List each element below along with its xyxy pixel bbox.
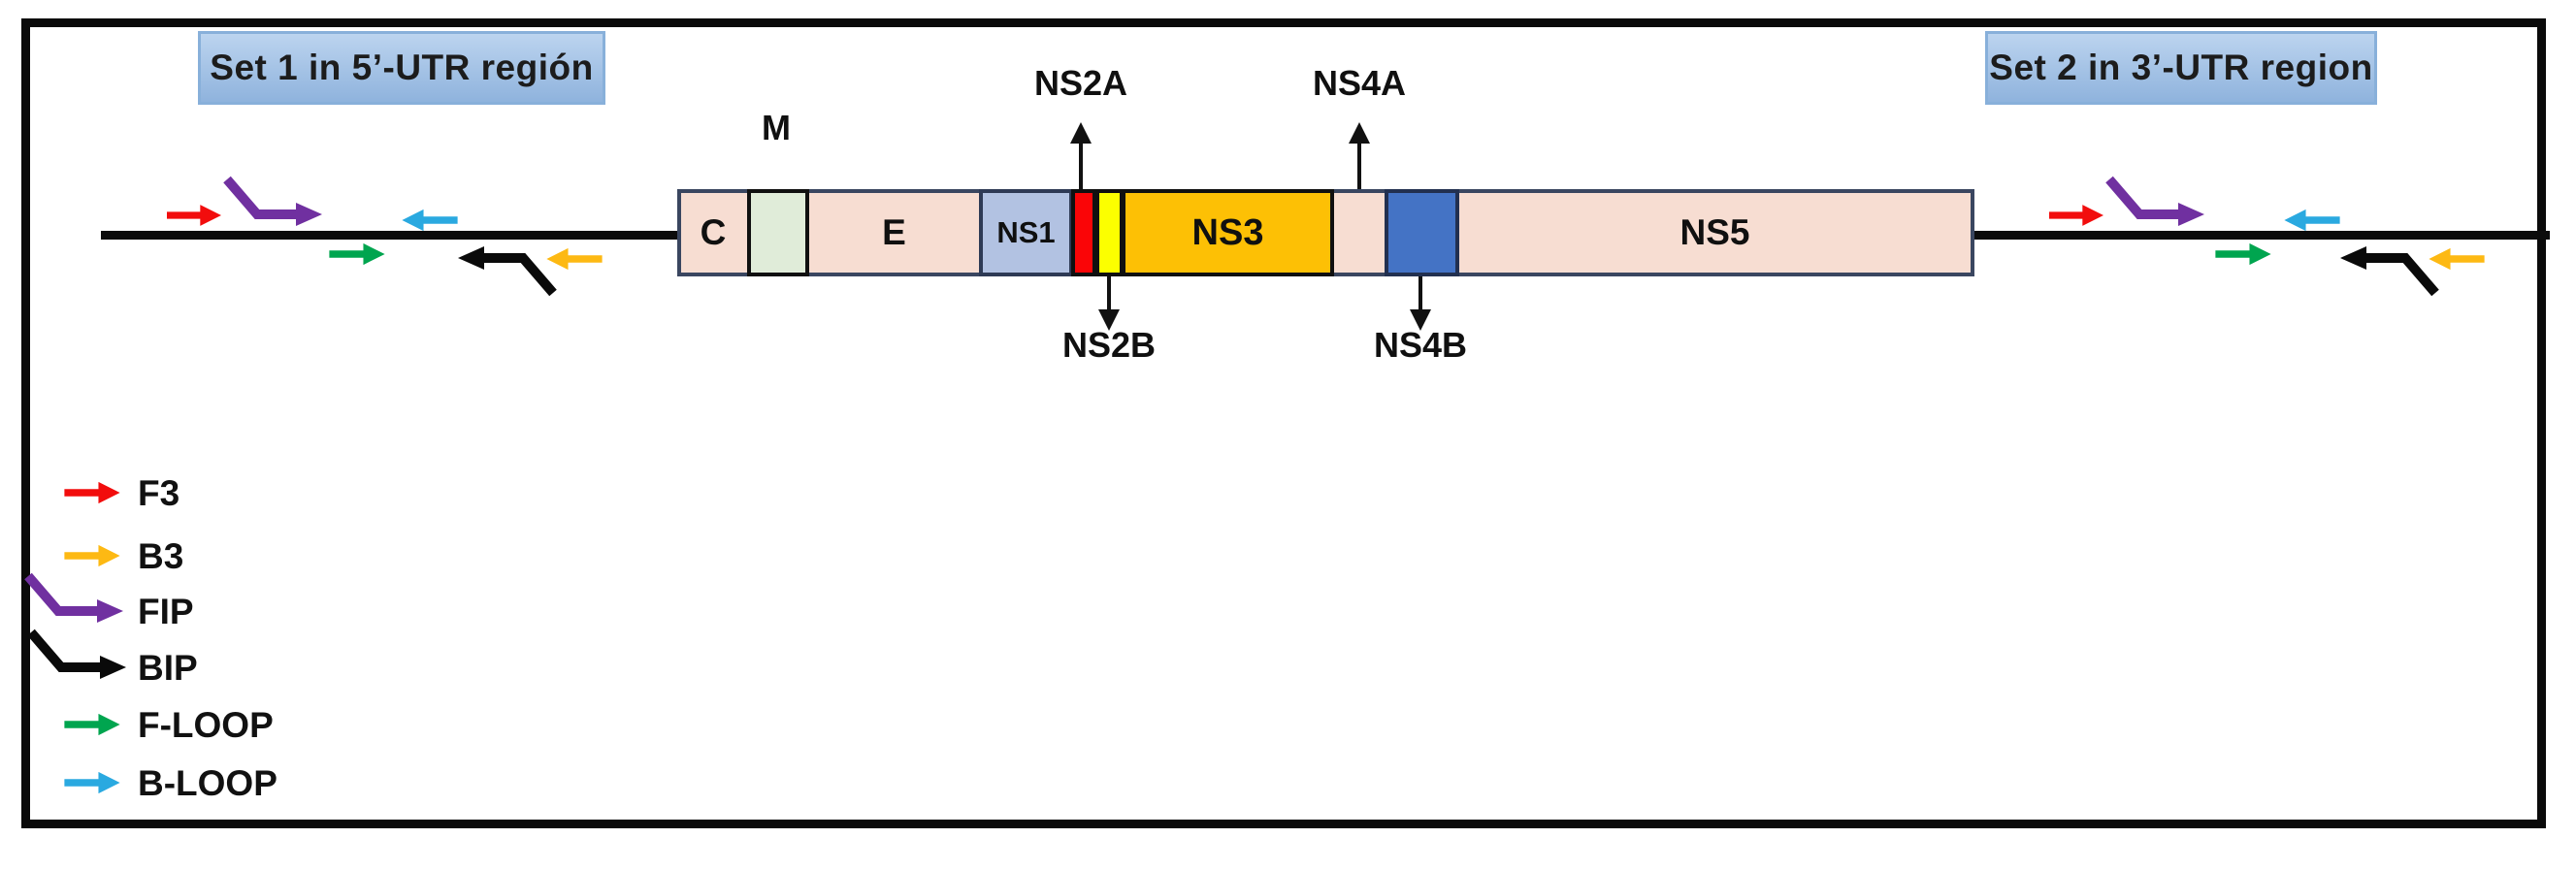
f-loop-legend-arrow-icon (64, 713, 120, 736)
segment-ns5-label: NS5 (1679, 212, 1750, 252)
ns2b-callout-arrow-stem (1107, 276, 1111, 311)
f3-primer-arrow-left-set-icon (167, 205, 221, 226)
legend-label-b3: B3 (138, 536, 184, 576)
ns2a-callout-arrow-stem (1079, 142, 1083, 189)
b3-legend-arrow-icon (64, 544, 120, 567)
legend-label-b-loop: B-LOOP (138, 763, 277, 803)
f3-primer-arrow-right-set-icon (2049, 205, 2103, 226)
f-loop-primer-arrow-left-set-icon (329, 242, 385, 266)
ns2a-callout-arrow-icon (1070, 122, 1092, 144)
segment-ns3: NS3 (1122, 189, 1334, 276)
ns4a-callout-arrow-stem (1357, 142, 1361, 189)
ns4a-callout-label: NS4A (1312, 63, 1407, 103)
ns4b-callout-arrow-icon (1410, 309, 1431, 331)
b-loop-legend-arrow-icon (64, 771, 120, 794)
ns4b-callout-arrow-stem (1418, 276, 1422, 311)
legend-label-bip: BIP (138, 648, 198, 688)
segment-ns1: NS1 (979, 189, 1073, 276)
segment-c-label: C (700, 212, 727, 252)
b-loop-primer-arrow-right-set-icon (2284, 209, 2340, 232)
b3-primer-arrow-left-set-icon (546, 247, 603, 271)
bip-legend-arrow-icon (27, 628, 126, 679)
genome-line-right (1973, 231, 2550, 240)
set2-region-label: Set 2 in 3’-UTR region (1989, 48, 2373, 87)
figure-border-frame (21, 18, 2546, 828)
b-loop-primer-arrow-left-set-icon (402, 209, 458, 232)
segment-ns4b-blue (1385, 189, 1459, 276)
segment-ns3-label: NS3 (1191, 211, 1264, 253)
ns4b-callout-label: NS4B (1373, 325, 1468, 365)
segment-e-label: E (882, 212, 906, 252)
genome-line-left (101, 231, 679, 240)
fip-legend-arrow-icon (24, 572, 123, 623)
ns2a-callout-label: NS2A (1033, 63, 1128, 103)
set1-region-label: Set 1 in 5’-UTR región (210, 48, 594, 87)
f3-legend-arrow-icon (64, 481, 120, 504)
b3-primer-arrow-right-set-icon (2429, 247, 2485, 271)
m-callout-label: M (762, 108, 791, 147)
bip-primer-arrow-right-set-icon (2340, 246, 2439, 297)
bip-primer-arrow-left-set-icon (458, 246, 557, 297)
segment-ns2b-yellow (1095, 189, 1124, 276)
ns4a-callout-arrow-icon (1349, 122, 1370, 144)
legend-label-f3: F3 (138, 473, 180, 513)
segment-m (747, 189, 809, 276)
fip-primer-arrow-left-set-icon (223, 176, 322, 226)
set2-region-label-box: Set 2 in 3’-UTR region (1985, 31, 2377, 105)
ns2b-callout-arrow-icon (1098, 309, 1120, 331)
fip-primer-arrow-right-set-icon (2105, 176, 2204, 226)
set1-region-label-box: Set 1 in 5’-UTR región (198, 31, 605, 105)
segment-ns1-label: NS1 (996, 215, 1056, 249)
ns2b-callout-label: NS2B (1061, 325, 1157, 365)
f-loop-primer-arrow-right-set-icon (2215, 242, 2271, 266)
segment-ns2a-red (1071, 189, 1096, 276)
legend-label-f-loop: F-LOOP (138, 705, 274, 745)
legend-label-fip: FIP (138, 592, 194, 631)
